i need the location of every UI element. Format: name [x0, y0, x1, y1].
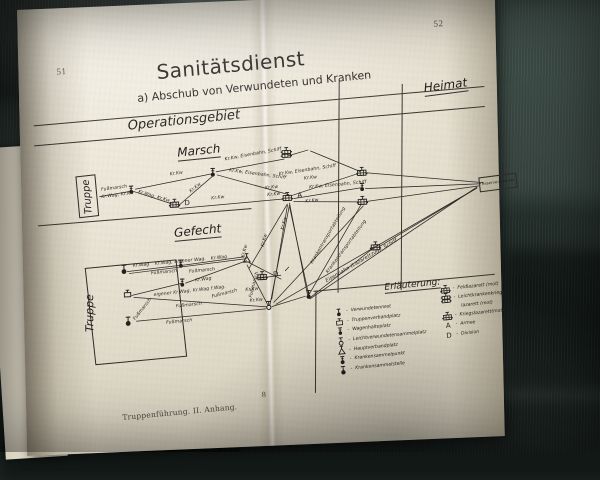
legend-label: Armee: [460, 320, 476, 328]
open-book: 51 52 Sanitätsdienst a) Abschub von Verw…: [0, 0, 518, 460]
krankensammelstelle-icon: [336, 363, 350, 375]
legend-column-left: - Verwundetennest - Truppenverbandplatz …: [332, 299, 429, 375]
legend-label: Division: [460, 329, 480, 337]
legend-label: Krankensammelstelle: [355, 361, 406, 371]
node-letter-division-march: D: [184, 198, 191, 208]
printed-foldout-plate: 51 52 Sanitätsdienst a) Abschub von Verw…: [17, 0, 518, 456]
letter-a-icon: A: [445, 321, 451, 331]
node-letter-division-combat: D: [272, 270, 279, 279]
legend-column-right: - Feldlazarett (mot) - Leichtkrankenkrie…: [439, 279, 510, 341]
leichtkrankenkriegslazarett-icon: [439, 290, 453, 306]
evacuation-flow-diagram: [99, 146, 484, 326]
node-letter-army-march: A: [297, 191, 303, 200]
legend-spacer: [440, 306, 453, 307]
legend-panel: Erläuterung: - Verwundetennest - Truppen…: [317, 275, 530, 399]
plate-number: 8: [261, 389, 267, 400]
letter-d-icon: D: [445, 331, 452, 340]
